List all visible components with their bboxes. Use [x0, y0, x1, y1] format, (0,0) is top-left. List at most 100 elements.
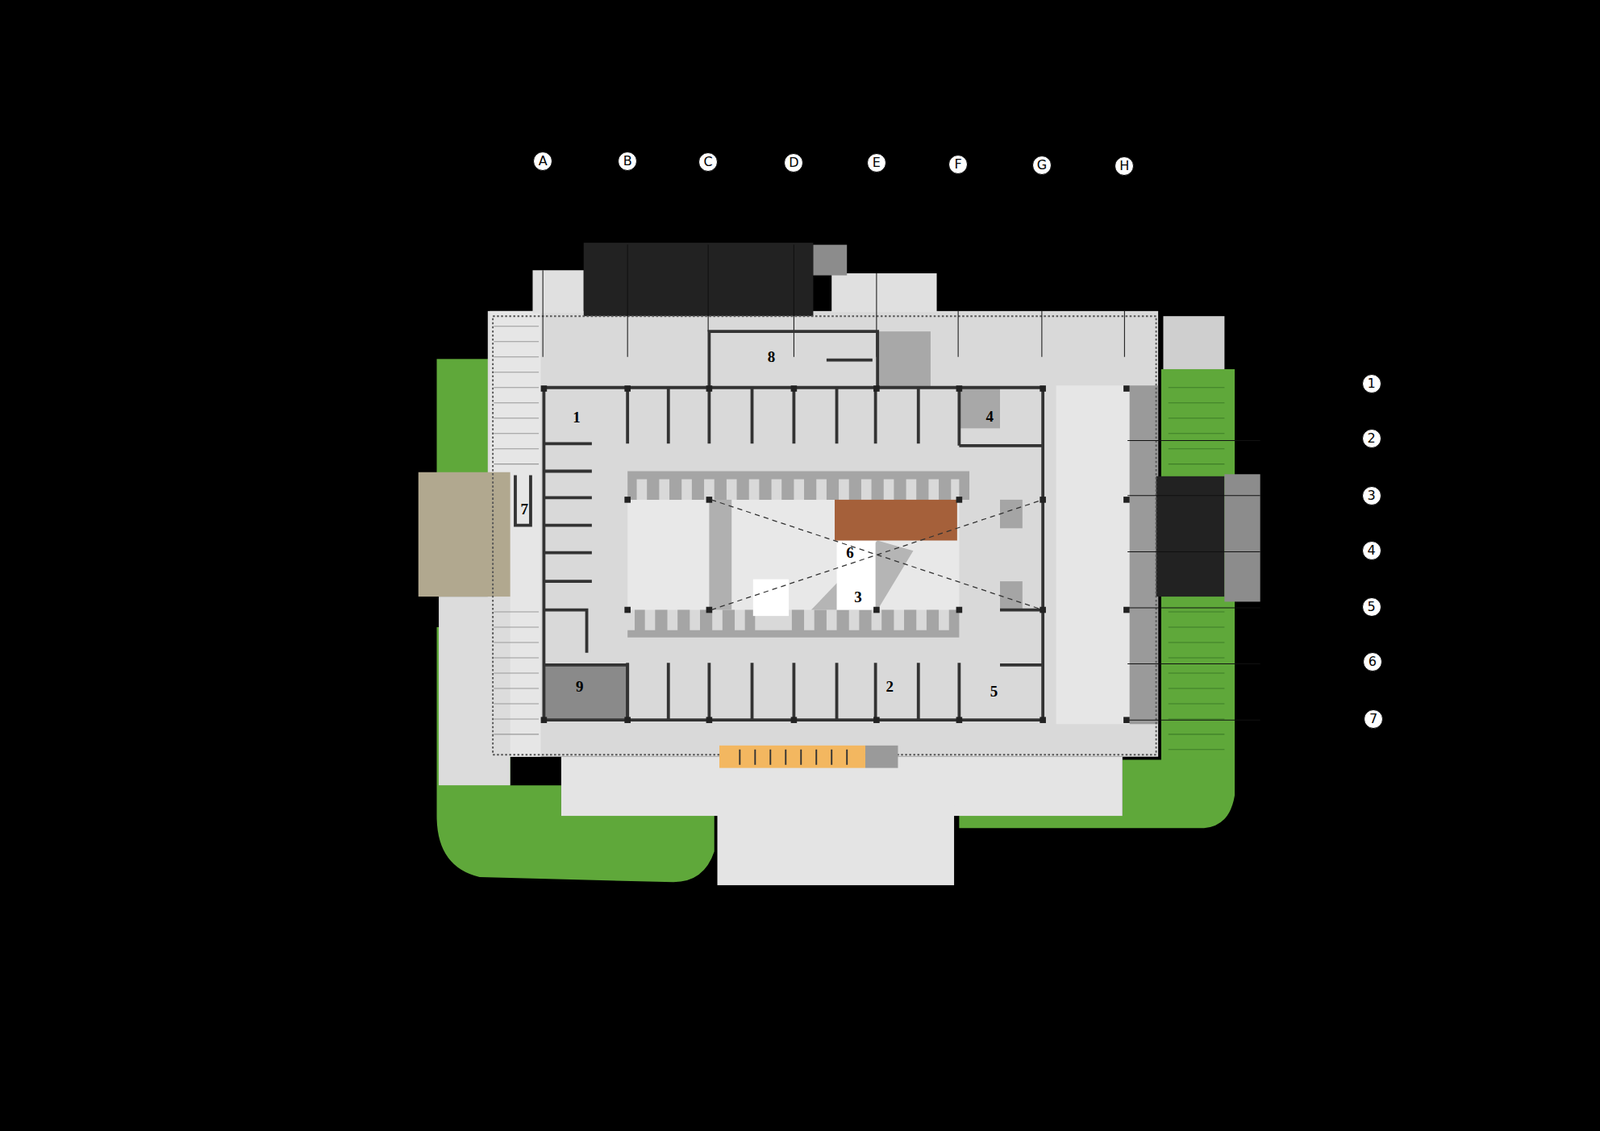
- walls: [543, 387, 1043, 721]
- grid-bubble: 6: [1362, 652, 1383, 672]
- annex: [1224, 474, 1260, 602]
- grid-label: B: [623, 154, 633, 168]
- columns: [1123, 607, 1130, 614]
- island: [811, 541, 914, 611]
- columns: [956, 716, 963, 724]
- columns: [706, 385, 713, 392]
- ramp-hatch: [493, 326, 539, 735]
- slab-edge: [492, 316, 1156, 755]
- walls: [1000, 610, 1043, 666]
- grid-label: 4: [1366, 544, 1375, 558]
- columns: [1123, 716, 1130, 724]
- columns: [1123, 385, 1130, 392]
- columns: [541, 716, 548, 724]
- grid-label: H: [1119, 159, 1130, 173]
- columns: [541, 385, 548, 392]
- grid-lines: [542, 245, 1261, 721]
- room-number: 4: [986, 408, 995, 425]
- walls: [515, 331, 1043, 721]
- walls: [627, 387, 919, 445]
- grid-label: G: [1037, 158, 1047, 172]
- ramp-hatch: [1168, 387, 1225, 750]
- grid-label: 7: [1369, 712, 1378, 726]
- island: [753, 579, 789, 617]
- pavement: [831, 273, 937, 313]
- grid-bubble: H: [1114, 156, 1134, 176]
- room-number: 9: [575, 679, 584, 695]
- columns: [873, 607, 880, 614]
- island: [627, 500, 959, 611]
- island: [958, 387, 1000, 430]
- room-number: 5: [990, 683, 999, 700]
- columns: [624, 607, 631, 614]
- grid-lines: [1127, 441, 1260, 721]
- grid-label: F: [954, 158, 963, 171]
- columns: [624, 716, 631, 724]
- grid-bubble: 3: [1362, 486, 1382, 506]
- grid-bubble: D: [783, 153, 804, 173]
- island: [837, 541, 876, 611]
- columns: [1039, 716, 1046, 724]
- walls: [515, 475, 531, 526]
- island: [627, 470, 970, 500]
- annex: [812, 245, 847, 276]
- annex: [1156, 476, 1225, 597]
- walls: [708, 331, 878, 388]
- walls: [627, 662, 959, 721]
- walls: [543, 443, 592, 653]
- bench: [865, 745, 898, 769]
- grid-bubble: C: [698, 152, 718, 172]
- columns: [706, 716, 713, 724]
- grid-bubble: 1: [1362, 374, 1382, 394]
- pavement: [1129, 385, 1159, 725]
- grid-bubble: G: [1032, 155, 1052, 175]
- island: [708, 500, 732, 611]
- slab-edge: [492, 316, 1156, 755]
- columns: [624, 496, 631, 504]
- grid-label: 3: [1366, 489, 1375, 503]
- grid-bubble: 2: [1362, 429, 1382, 449]
- grid-bubble: B: [617, 151, 638, 171]
- columns: [873, 385, 880, 392]
- pavement: [532, 270, 584, 313]
- annex: [1162, 316, 1225, 370]
- grid-label: 6: [1368, 655, 1377, 669]
- bench: [739, 750, 847, 766]
- island: [543, 665, 628, 721]
- island: [1000, 500, 1023, 529]
- grid-bubble: 5: [1362, 597, 1382, 617]
- pavement: [438, 270, 1159, 886]
- grid-label: 2: [1366, 432, 1375, 446]
- void-cross: [711, 500, 1043, 611]
- room-number: 8: [767, 349, 776, 365]
- grid-lines: [542, 245, 1125, 358]
- grid-bubble: 4: [1362, 541, 1382, 561]
- grid-label: C: [704, 155, 713, 169]
- room-number: 1: [572, 409, 581, 425]
- bench: [719, 745, 866, 769]
- grid-label: D: [788, 156, 799, 170]
- island: [543, 331, 1022, 721]
- grid-bubble: 7: [1363, 709, 1384, 730]
- walls: [958, 387, 1043, 446]
- ramp-hatch: [493, 326, 1225, 750]
- walls: [543, 665, 628, 721]
- columns: [956, 385, 963, 392]
- columns: [791, 385, 798, 392]
- pavement: [487, 311, 1159, 758]
- grid-label: 5: [1366, 600, 1375, 614]
- pavement: [438, 596, 511, 786]
- columns: [1123, 496, 1130, 504]
- columns: [1039, 385, 1046, 392]
- pavement: [1056, 385, 1130, 725]
- grid-bubble: E: [866, 153, 887, 173]
- room-number: 2: [886, 679, 895, 695]
- columns: [624, 385, 631, 392]
- annex: [418, 472, 511, 597]
- island: [877, 331, 931, 388]
- grid-bubble: A: [533, 151, 553, 171]
- columns: [956, 607, 963, 614]
- grid-bubble: F: [948, 154, 968, 175]
